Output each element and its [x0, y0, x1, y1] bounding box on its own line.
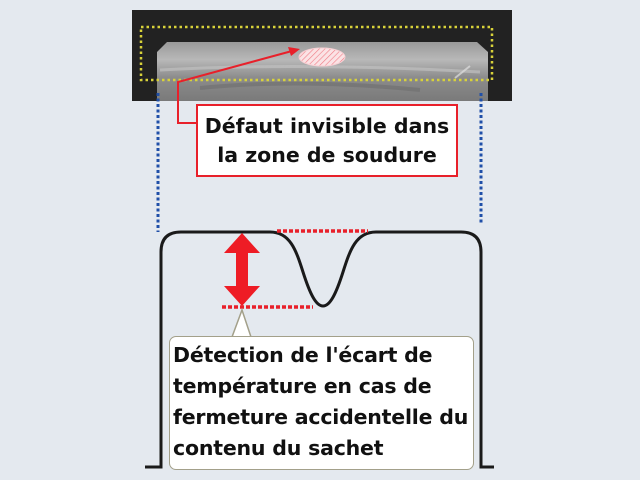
detection-label-line-2: température en cas de: [173, 374, 432, 398]
detection-label-line-4: contenu du sachet: [173, 436, 384, 460]
defect-label-line-1: Défaut invisible dans: [204, 114, 450, 138]
callout-tail: [230, 307, 253, 338]
thermal-image: [132, 10, 512, 101]
defect-leader-arrow: [177, 47, 300, 124]
seal-zone-outline: [139, 25, 494, 82]
detection-label-line-3: fermeture accidentelle du: [173, 405, 469, 429]
detection-callout-box: Détection de l'écart de température en c…: [169, 336, 474, 470]
defect-label-line-2: la zone de soudure: [217, 143, 437, 167]
detection-label-line-1: Détection de l'écart de: [173, 343, 433, 367]
defect-spot: [298, 47, 346, 67]
temperature-profile-curve: [145, 230, 494, 469]
defect-label-box: Défaut invisible dans la zone de soudure: [196, 104, 458, 177]
double-arrow-icon: [224, 233, 260, 306]
